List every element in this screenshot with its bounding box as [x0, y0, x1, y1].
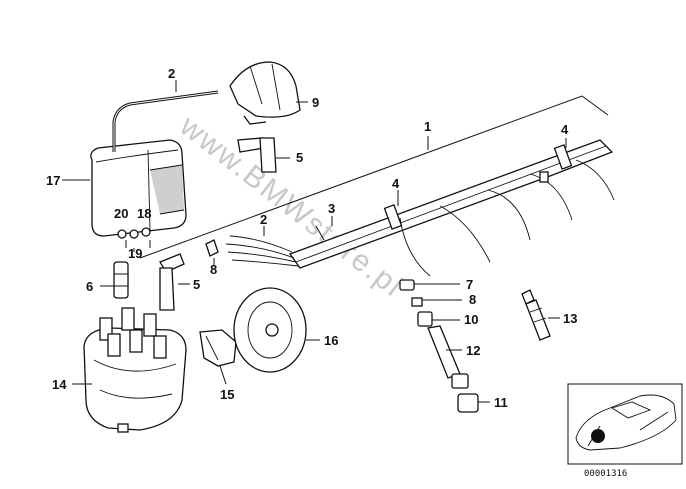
- callout-19: 19: [128, 246, 142, 261]
- callout-7: 7: [466, 277, 473, 292]
- plug-connector-upper: [237, 137, 277, 173]
- washer-18: [141, 227, 151, 237]
- callout-2-mid: 2: [260, 212, 267, 227]
- callout-8-left: 8: [210, 262, 217, 277]
- distributor-cap: [83, 307, 187, 433]
- clip-8-left: [205, 239, 219, 257]
- callout-13: 13: [563, 311, 577, 326]
- callout-15: 15: [220, 387, 234, 402]
- callout-5-bottom: 5: [193, 277, 200, 292]
- callout-11: 11: [494, 395, 508, 410]
- callout-9: 9: [312, 95, 319, 110]
- callout-8-right: 8: [469, 292, 476, 307]
- callout-20: 20: [114, 206, 128, 221]
- coil-boot: [229, 61, 301, 125]
- callout-4-left: 4: [392, 176, 400, 191]
- plug-connector-lower: [159, 253, 185, 311]
- callout-numbers: 2 9 1 4 5 17 4 3 20 18 2 19 8 6 5 7 8 10…: [46, 66, 577, 410]
- callout-12: 12: [466, 343, 480, 358]
- callout-2-top: 2: [168, 66, 175, 81]
- watermark: www.BMWstore.pl: [173, 109, 410, 304]
- callout-18: 18: [137, 206, 151, 221]
- ignition-harness: [225, 139, 615, 277]
- washer-19: [129, 229, 139, 239]
- callout-16: 16: [324, 333, 338, 348]
- callout-5-top: 5: [296, 150, 303, 165]
- spark-lead-assembly: [399, 279, 479, 413]
- callout-4-right: 4: [561, 122, 569, 137]
- dust-shield: [233, 287, 307, 373]
- assembly-guide-line: [139, 95, 609, 259]
- callout-1: 1: [424, 119, 431, 134]
- distributor-rotor: [199, 329, 237, 367]
- callout-6: 6: [86, 279, 93, 294]
- ignition-coil: [90, 139, 187, 237]
- callout-14: 14: [52, 377, 67, 392]
- callout-17: 17: [46, 173, 60, 188]
- reference-id: 00001316: [584, 469, 627, 479]
- location-marker-icon: [591, 429, 605, 443]
- spark-plug: [521, 289, 551, 341]
- coil-lead-cap: [113, 261, 129, 299]
- callout-10: 10: [464, 312, 478, 327]
- washer-20: [117, 229, 127, 239]
- callout-3: 3: [328, 201, 335, 216]
- leader-lines: [62, 80, 567, 403]
- vehicle-thumbnail: [567, 383, 683, 465]
